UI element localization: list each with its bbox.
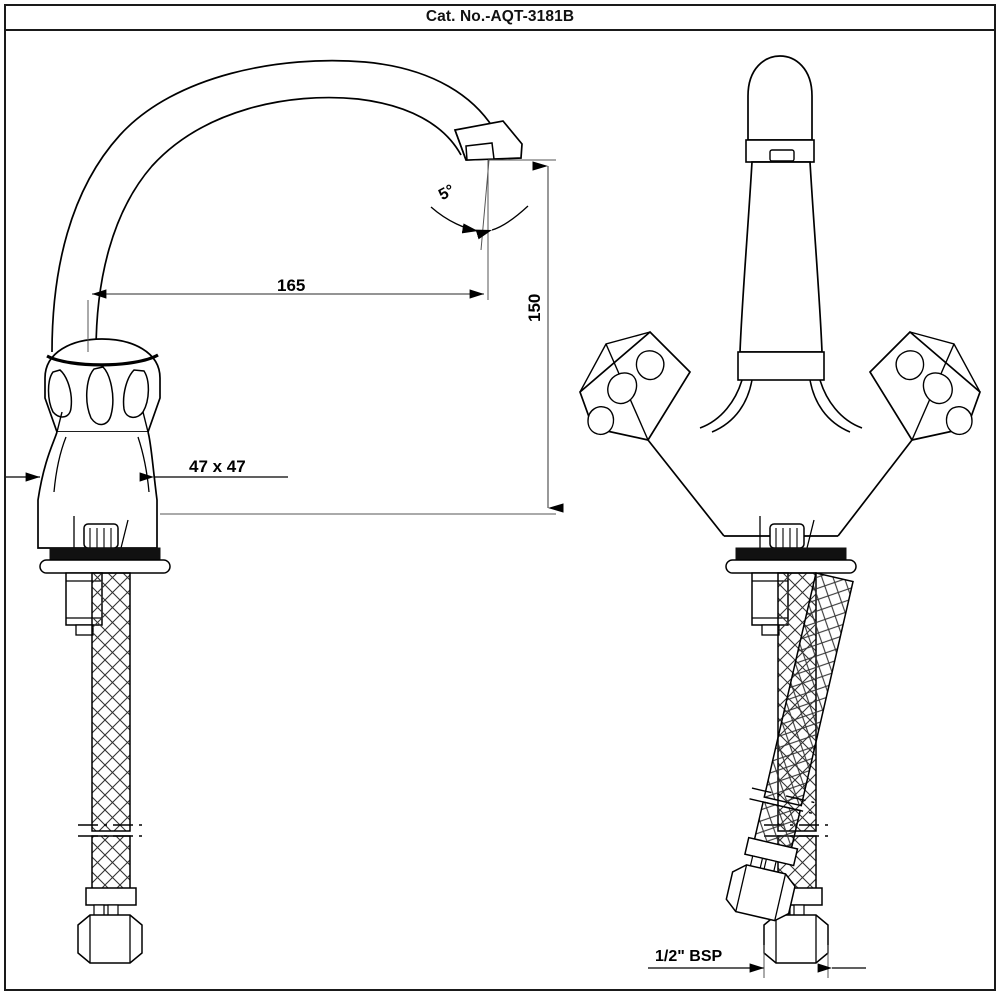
lock-nut-stud bbox=[75, 624, 94, 636]
angle-arc-left bbox=[430, 206, 479, 234]
hose-ferrule bbox=[85, 887, 137, 906]
dimension-label-spout-reach: 165 bbox=[277, 276, 306, 295]
left-handle-facet-low bbox=[587, 406, 615, 436]
left-handle-facet-mid bbox=[607, 372, 638, 405]
domed-spout-back bbox=[747, 55, 813, 141]
mount-brace-right-right bbox=[806, 519, 815, 549]
right-view-group bbox=[579, 55, 981, 964]
right-handle-facet-mid bbox=[922, 372, 953, 405]
mount-brace-right bbox=[120, 519, 129, 549]
body-shoulder-right-inner bbox=[809, 379, 851, 433]
angled-hose-assembly bbox=[725, 572, 854, 922]
body-v-right bbox=[837, 439, 913, 537]
body-v-left bbox=[647, 439, 725, 537]
dimension-label-base-size: 47 x 47 bbox=[189, 457, 246, 476]
body-shoulder-left-inner bbox=[711, 379, 753, 433]
right-handle-facet-low bbox=[945, 406, 973, 436]
mounting-washer-right bbox=[725, 559, 857, 574]
mounting-washer bbox=[39, 559, 171, 574]
aerator-seam bbox=[454, 129, 467, 161]
left-view-group bbox=[37, 59, 523, 964]
hex-nut-angled-face-left bbox=[735, 864, 748, 912]
spout-inner-wall bbox=[95, 96, 462, 353]
left-handle-facet-top bbox=[635, 350, 665, 381]
body-facet-center bbox=[86, 366, 114, 426]
mounting-gasket bbox=[49, 547, 161, 561]
body-shoulder-right bbox=[819, 379, 863, 429]
hex-coupling-nut-vertical bbox=[763, 914, 829, 964]
mounting-gasket-right bbox=[735, 547, 847, 561]
hex-nut-angled-face-right bbox=[774, 873, 787, 921]
hex-coupling-nut bbox=[77, 914, 143, 964]
title-block: Cat. No.-AQT-3181B bbox=[4, 4, 996, 31]
right-handle-facet-top bbox=[895, 350, 925, 381]
break-line-angled-lower bbox=[749, 798, 814, 815]
column-band bbox=[737, 351, 825, 381]
braided-hose-lower bbox=[91, 835, 131, 893]
body-cap-edge-right bbox=[142, 411, 149, 433]
lock-nut-right-stud bbox=[761, 624, 780, 636]
base-crease-right bbox=[137, 436, 150, 493]
spout-outer-wall bbox=[51, 59, 501, 353]
dimension-lines-group bbox=[4, 159, 866, 978]
dimension-label-inlet-thread: 1/2" BSP bbox=[655, 948, 723, 965]
mount-collar bbox=[83, 523, 119, 549]
aerator-tab bbox=[465, 142, 495, 161]
body-cap-top-arc bbox=[46, 353, 159, 367]
body-facet-right bbox=[122, 369, 150, 418]
catalog-number-title: Cat. No.-AQT-3181B bbox=[425, 7, 575, 25]
braided-flexible-hose bbox=[91, 572, 131, 832]
collar-tab bbox=[769, 149, 795, 162]
tapered-column bbox=[739, 161, 823, 353]
base-crease-left bbox=[53, 436, 67, 493]
break-line-angled-upper bbox=[751, 787, 817, 804]
body-cap-edge-left bbox=[56, 411, 63, 433]
angle-arc-right bbox=[475, 205, 529, 240]
dimension-label-overall-height: 150 bbox=[525, 293, 544, 322]
braided-hose-angled bbox=[763, 572, 854, 807]
body-shoulder-left bbox=[699, 379, 743, 429]
body-facet-left bbox=[47, 369, 73, 418]
mount-collar-right bbox=[769, 523, 805, 549]
